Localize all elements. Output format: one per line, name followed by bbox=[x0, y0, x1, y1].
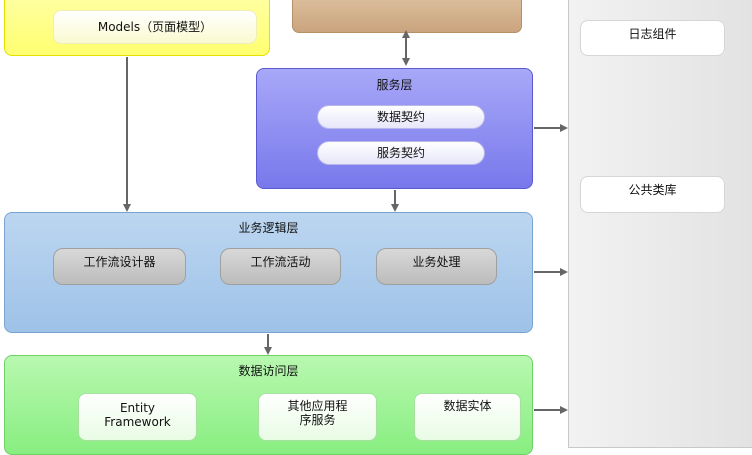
models-label: Models（页面模型） bbox=[97, 20, 213, 34]
data-access-layer: 数据访问层 Entity Framework 其他应用程 序服务 数据实体 bbox=[4, 355, 533, 455]
top-tan-box bbox=[292, 0, 522, 33]
business-logic-layer: 业务逻辑层 工作流设计器 工作流活动 业务处理 bbox=[4, 212, 533, 333]
service-layer: 服务层 数据契约 服务契约 bbox=[256, 68, 533, 189]
logging-component-label: 日志组件 bbox=[628, 27, 677, 41]
data-access-layer-title: 数据访问层 bbox=[238, 364, 299, 378]
entity-framework-label: Entity Framework bbox=[104, 401, 171, 429]
other-app-services-label: 其他应用程 序服务 bbox=[287, 399, 348, 427]
workflow-activity-box: 工作流活动 bbox=[220, 248, 341, 285]
data-entity-box: 数据实体 bbox=[414, 393, 521, 441]
service-contract-label: 服务契约 bbox=[376, 146, 425, 160]
cross-cutting-panel bbox=[568, 0, 752, 448]
service-contract-box: 服务契约 bbox=[317, 141, 485, 165]
presentation-layer: Models（页面模型） bbox=[4, 0, 270, 56]
data-contract-box: 数据契约 bbox=[317, 105, 485, 129]
workflow-activity-label: 工作流活动 bbox=[250, 255, 311, 269]
other-app-services-box: 其他应用程 序服务 bbox=[258, 393, 377, 441]
common-library-label: 公共类库 bbox=[628, 183, 677, 197]
workflow-designer-box: 工作流设计器 bbox=[53, 248, 186, 285]
business-logic-layer-title: 业务逻辑层 bbox=[238, 221, 299, 235]
logging-component-box: 日志组件 bbox=[580, 20, 725, 56]
models-box: Models（页面模型） bbox=[53, 10, 257, 44]
data-entity-label: 数据实体 bbox=[443, 399, 492, 413]
common-library-box: 公共类库 bbox=[580, 176, 725, 213]
service-layer-title: 服务层 bbox=[376, 78, 413, 92]
data-contract-label: 数据契约 bbox=[376, 110, 425, 124]
workflow-designer-label: 工作流设计器 bbox=[83, 255, 156, 269]
entity-framework-box: Entity Framework bbox=[78, 393, 197, 441]
business-processing-label: 业务处理 bbox=[412, 255, 461, 269]
business-processing-box: 业务处理 bbox=[376, 248, 497, 285]
